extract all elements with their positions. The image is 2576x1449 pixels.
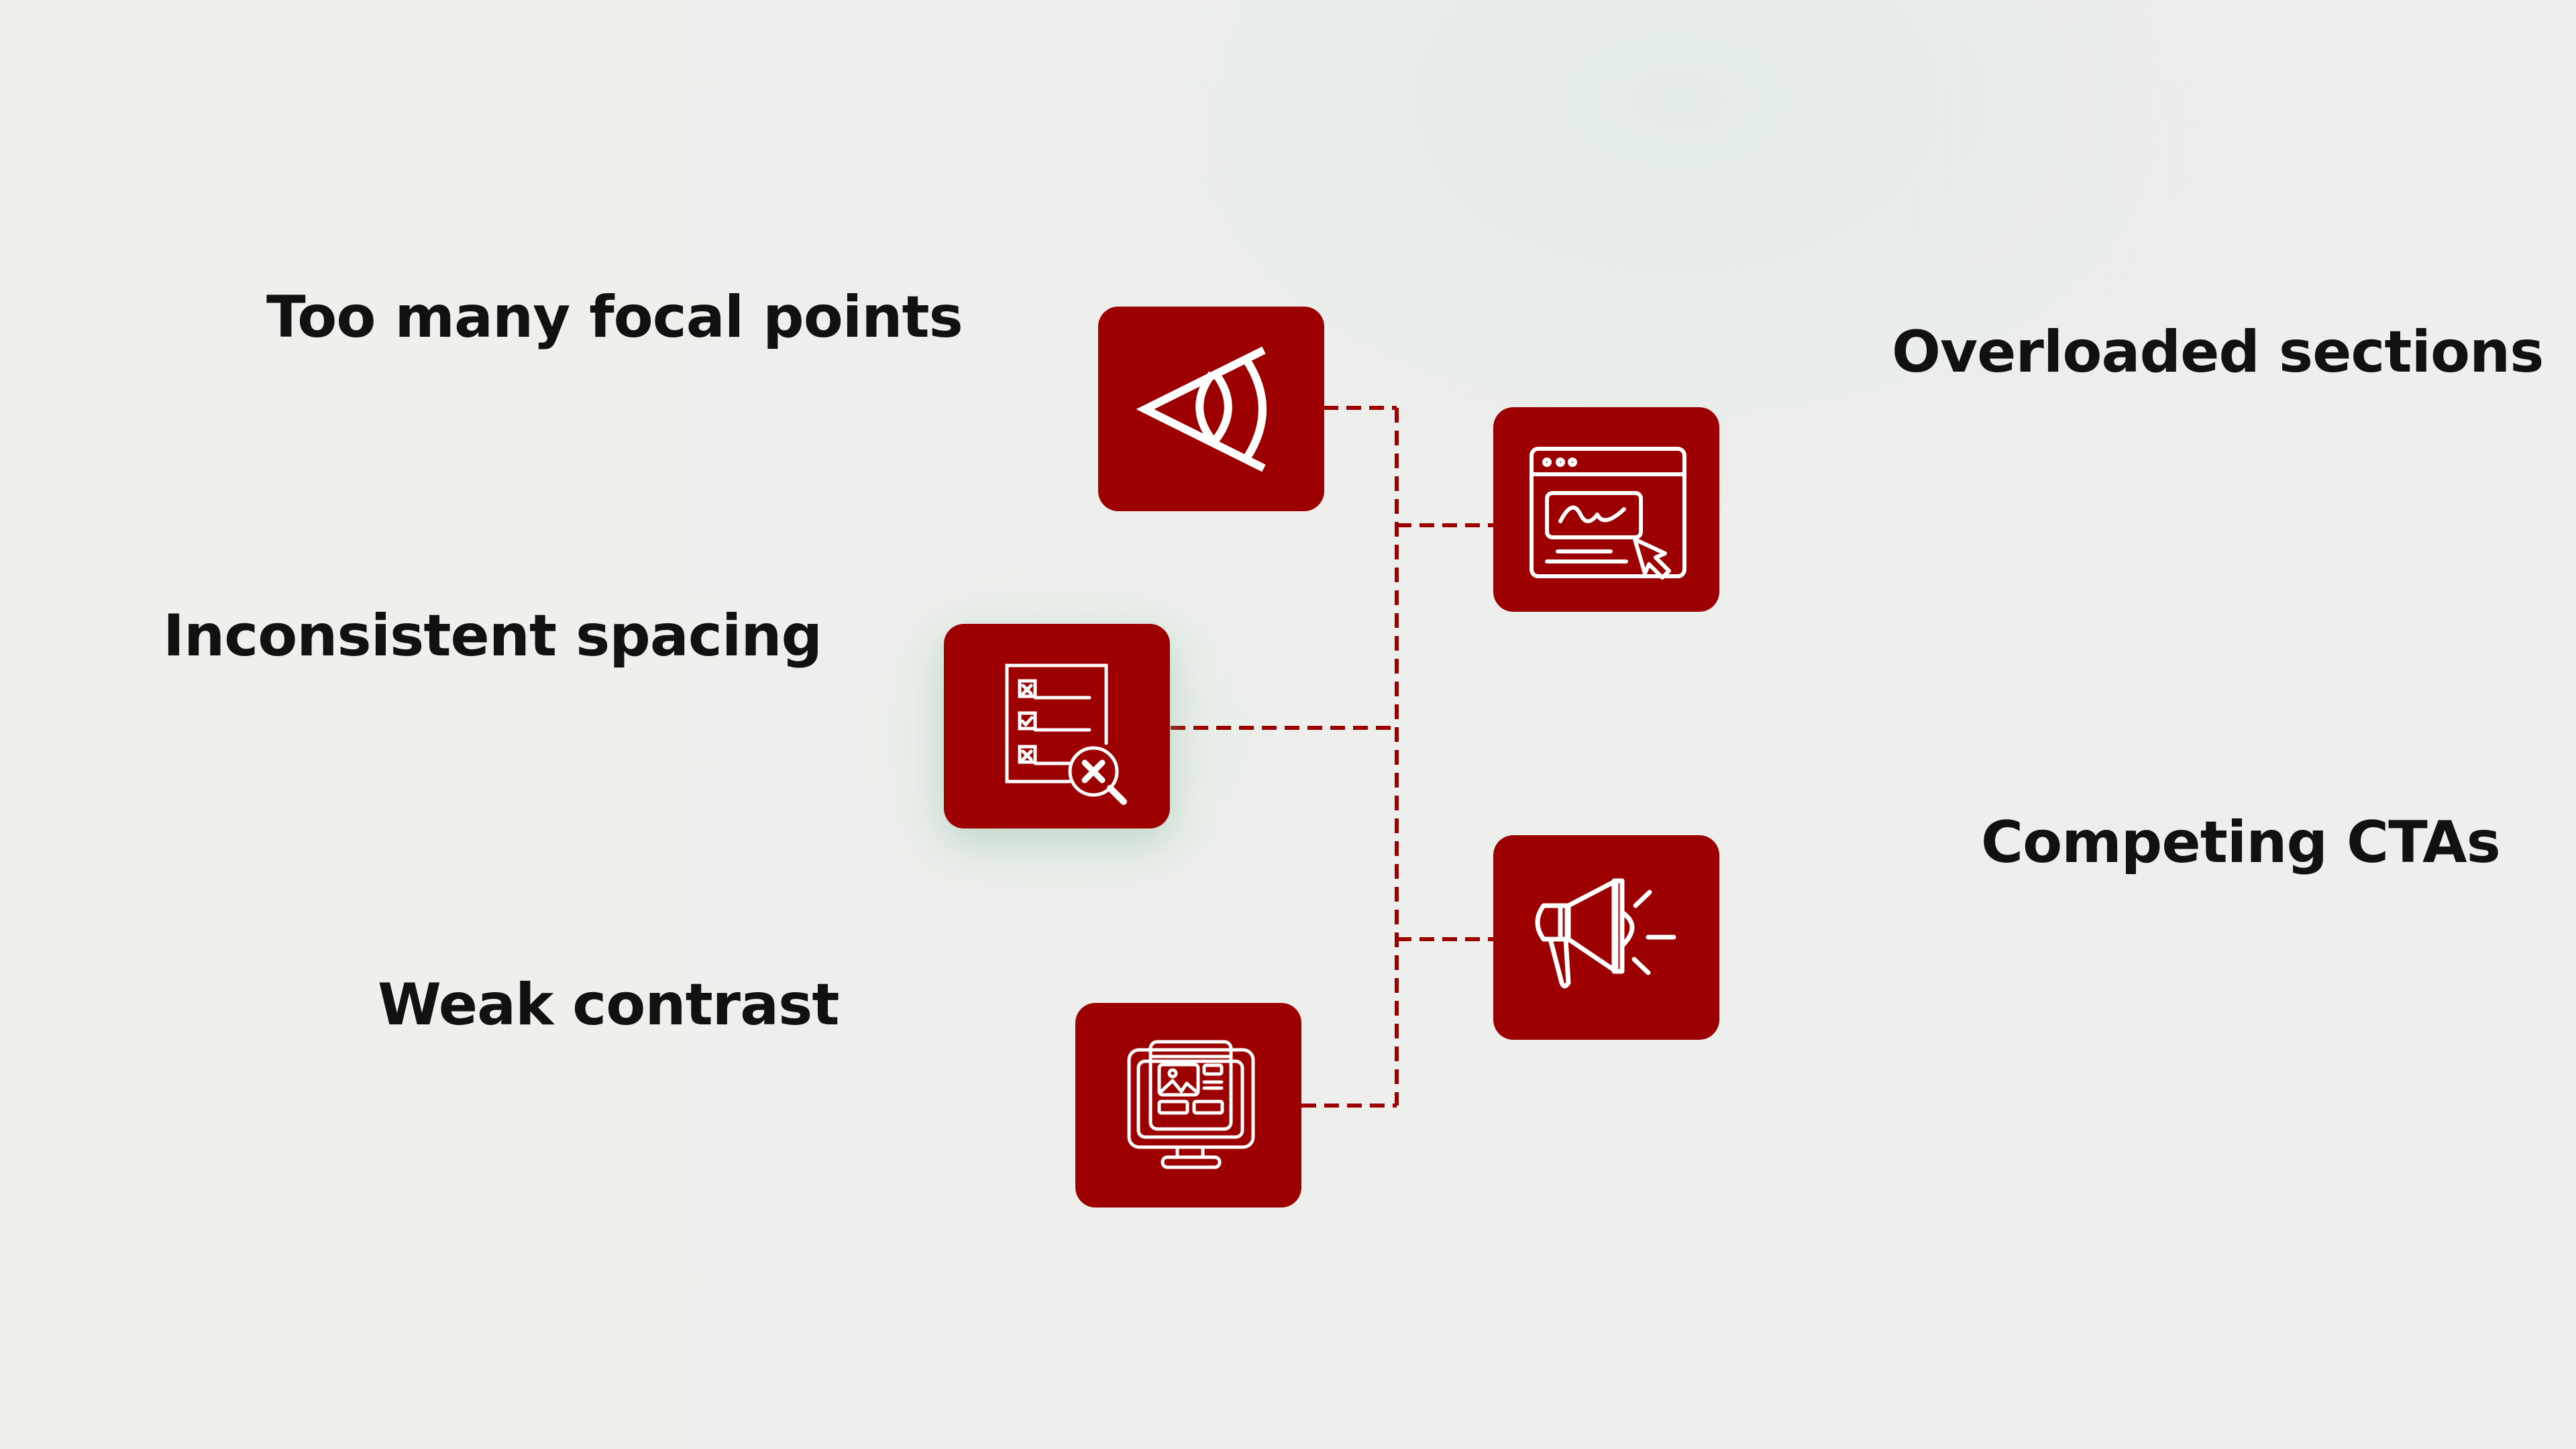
megaphone-icon bbox=[1535, 878, 1676, 989]
browser-cursor-icon bbox=[1529, 447, 1686, 580]
weak-contrast-card bbox=[1075, 1003, 1301, 1208]
label-overloaded-sections: Overloaded sections bbox=[1892, 319, 2544, 386]
label-competing-ctas: Competing CTAs bbox=[1981, 809, 2501, 876]
eye-icon bbox=[1136, 346, 1267, 472]
overloaded-sections-card bbox=[1493, 407, 1719, 612]
focal-points-card bbox=[1098, 307, 1324, 511]
competing-ctas-card bbox=[1493, 835, 1719, 1040]
inconsistent-spacing-card bbox=[944, 624, 1170, 828]
checklist-search-icon bbox=[1005, 663, 1127, 805]
label-inconsistent-spacing: Inconsistent spacing bbox=[163, 602, 822, 669]
monitor-layout-icon bbox=[1127, 1040, 1255, 1169]
label-too-many-focal-points: Too many focal points bbox=[266, 284, 963, 351]
label-weak-contrast: Weak contrast bbox=[378, 971, 839, 1038]
